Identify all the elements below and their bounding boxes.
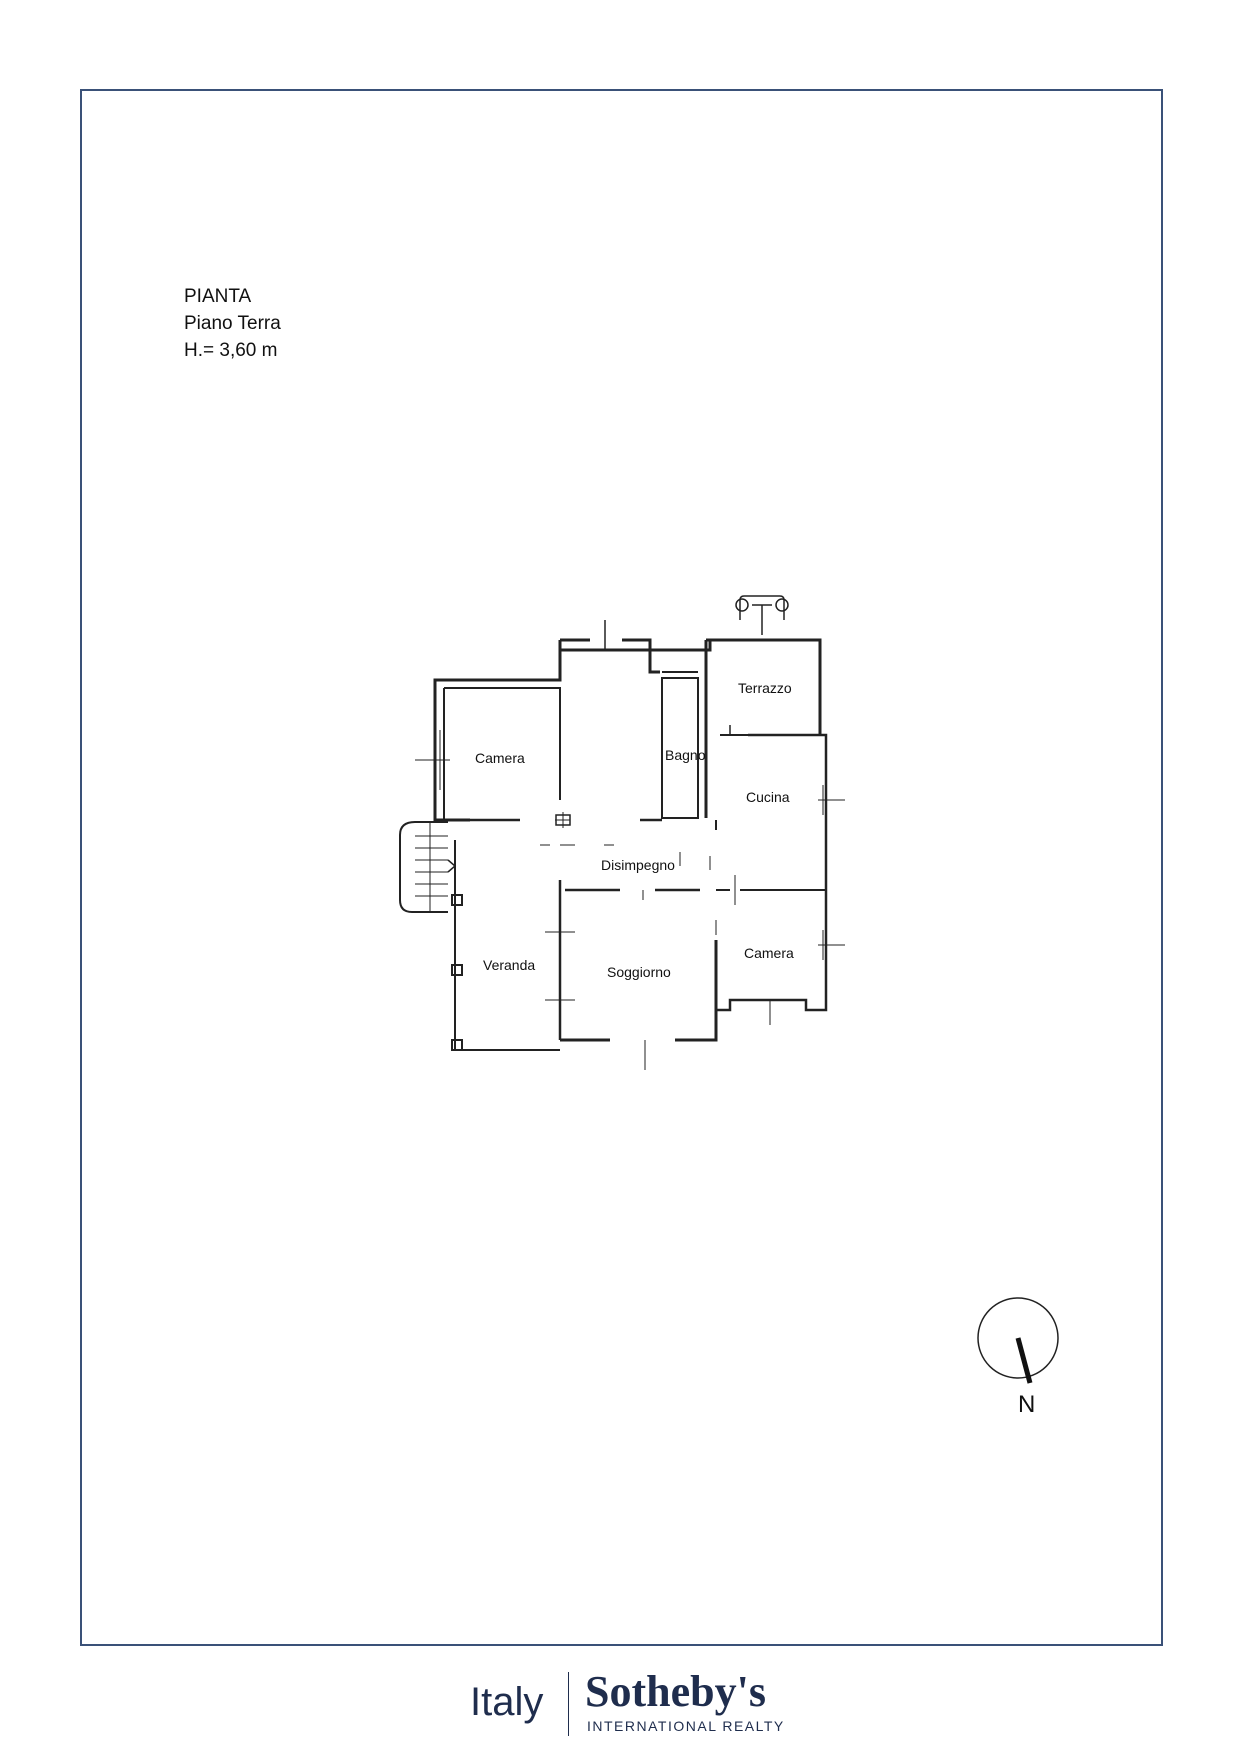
footer: Italy Sotheby's INTERNATIONAL REALTY: [0, 1660, 1241, 1740]
stair-symbol: [555, 814, 571, 826]
footer-brand: Sotheby's: [585, 1667, 766, 1716]
room-disimpegno: Disimpegno: [601, 857, 675, 873]
compass-needle: [1015, 1337, 1033, 1384]
footer-sub: INTERNATIONAL REALTY: [587, 1718, 785, 1734]
plan-height: H.= 3,60 m: [184, 340, 278, 361]
compass-circle: [977, 1297, 1059, 1379]
walls: [399, 595, 828, 1051]
plan-header: PIANTA Piano Terra H.= 3,60 m: [184, 283, 281, 364]
windows-doors: [415, 730, 845, 1070]
room-soggiorno: Soggiorno: [607, 964, 671, 980]
plan-floor: Piano Terra: [184, 313, 281, 334]
compass-north-label: N: [1018, 1391, 1035, 1418]
room-cucina: Cucina: [746, 789, 790, 805]
room-veranda: Veranda: [483, 957, 535, 973]
compass: N: [977, 1297, 1059, 1418]
room-bagno: Bagno: [665, 747, 706, 763]
footer-divider: [568, 1672, 569, 1736]
room-terrazzo: Terrazzo: [738, 680, 792, 696]
room-camera-1: Camera: [475, 750, 525, 766]
footer-italy: Italy: [470, 1680, 544, 1724]
page-frame: [80, 89, 1163, 1646]
room-camera-2: Camera: [744, 945, 794, 961]
plan-title: PIANTA: [184, 286, 252, 307]
